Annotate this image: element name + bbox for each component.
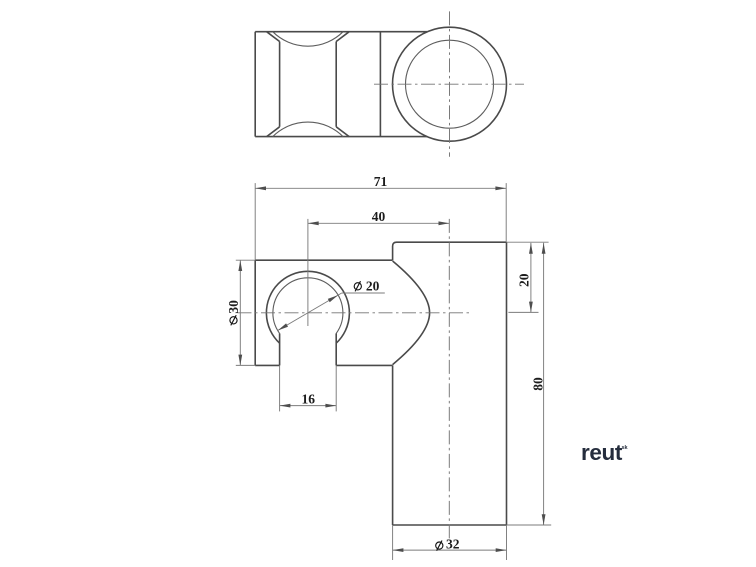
svg-text:sk: sk — [622, 445, 629, 451]
svg-text:71: 71 — [374, 174, 388, 189]
svg-text:80: 80 — [531, 377, 546, 391]
svg-text:reut: reut — [581, 440, 623, 465]
svg-text:20: 20 — [366, 279, 380, 294]
svg-text:20: 20 — [517, 273, 532, 287]
svg-text:40: 40 — [372, 209, 386, 224]
svg-text:16: 16 — [302, 391, 316, 406]
svg-text:30: 30 — [226, 300, 241, 314]
svg-text:32: 32 — [446, 536, 460, 551]
